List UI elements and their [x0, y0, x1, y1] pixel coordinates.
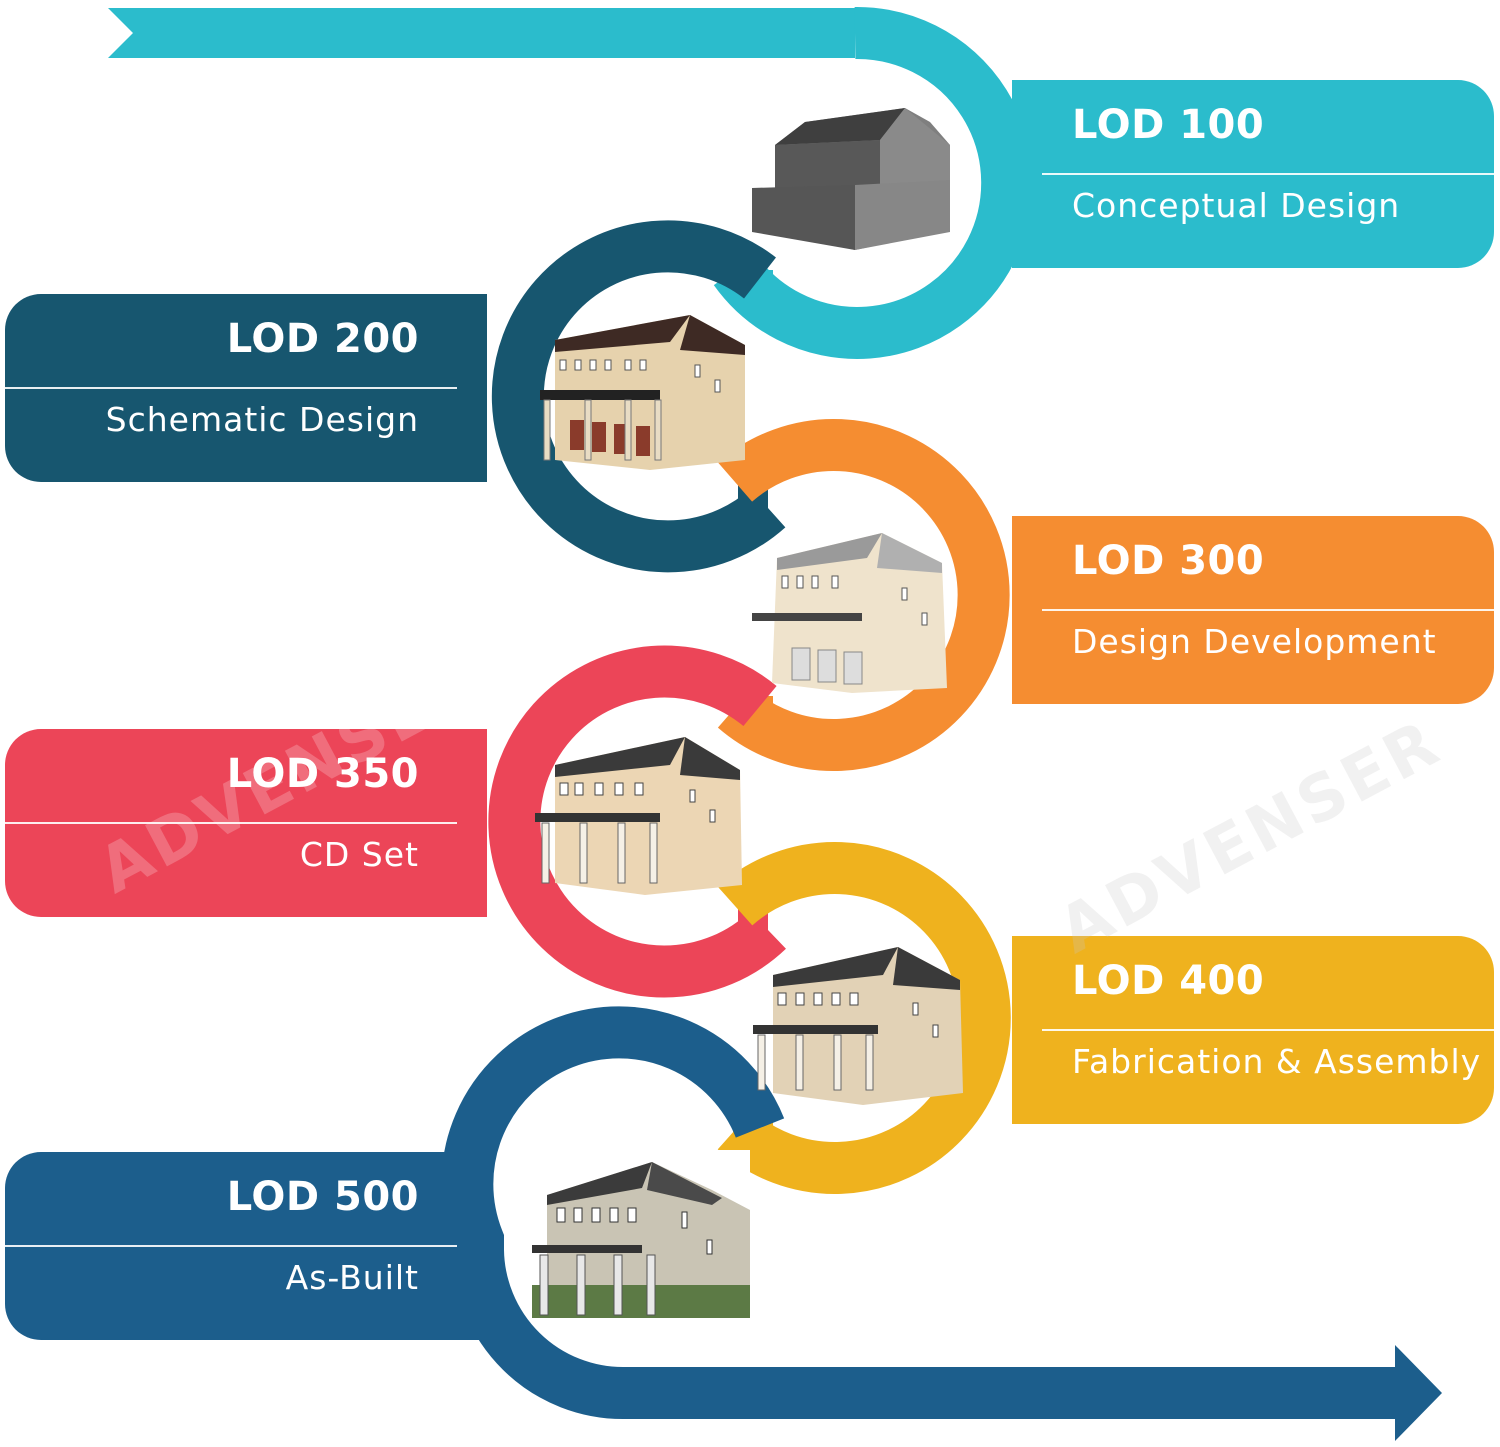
developed-building-model-icon — [752, 533, 947, 693]
ring-lod350 — [488, 645, 786, 998]
stage-card-lod400: LOD 400 Fabrication & Assembly — [1012, 936, 1494, 1124]
card-divider — [1042, 609, 1494, 611]
phase-label: Schematic Design — [105, 400, 419, 439]
schematic-building-model-icon — [540, 315, 745, 470]
phase-label: Fabrication & Assembly — [1072, 1042, 1482, 1081]
card-divider — [1042, 173, 1494, 175]
ring-lod400 — [717, 842, 1011, 1194]
stage-card-lod350: LOD 350 CD Set — [5, 729, 487, 917]
card-divider — [5, 822, 457, 824]
ring-lod500 — [441, 1006, 1395, 1419]
lod-level-label: LOD 350 — [226, 751, 419, 797]
as-built-building-render-icon — [532, 1150, 750, 1318]
ring-lod300 — [717, 419, 1010, 771]
phase-label: CD Set — [299, 835, 419, 874]
phase-label: As-Built — [285, 1258, 419, 1297]
stage-card-lod500: LOD 500 As-Built — [5, 1152, 487, 1340]
ring-lod100 — [713, 6, 1034, 359]
fabrication-building-model-icon — [753, 947, 963, 1105]
card-divider — [5, 387, 457, 389]
stage-card-lod200: LOD 200 Schematic Design — [5, 294, 487, 482]
ring-lod200 — [491, 220, 786, 573]
phase-label: Design Development — [1072, 622, 1437, 661]
flow-start-ribbon — [108, 8, 855, 58]
lod-level-label: LOD 100 — [1072, 102, 1265, 148]
lod-level-label: LOD 500 — [226, 1174, 419, 1220]
flow-end-arrow-head — [1395, 1345, 1442, 1441]
stage-card-lod100: LOD 100 Conceptual Design — [1012, 80, 1494, 268]
lod-level-label: LOD 200 — [226, 316, 419, 362]
stage-card-lod300: LOD 300 Design Development — [1012, 516, 1494, 704]
phase-label: Conceptual Design — [1072, 186, 1401, 225]
lod-level-label: LOD 300 — [1072, 538, 1265, 584]
detailed-building-model-icon — [535, 737, 742, 895]
massing-block-model-icon — [752, 108, 950, 250]
card-divider — [1042, 1029, 1494, 1031]
card-divider — [5, 1245, 457, 1247]
lod-level-label: LOD 400 — [1072, 958, 1265, 1004]
